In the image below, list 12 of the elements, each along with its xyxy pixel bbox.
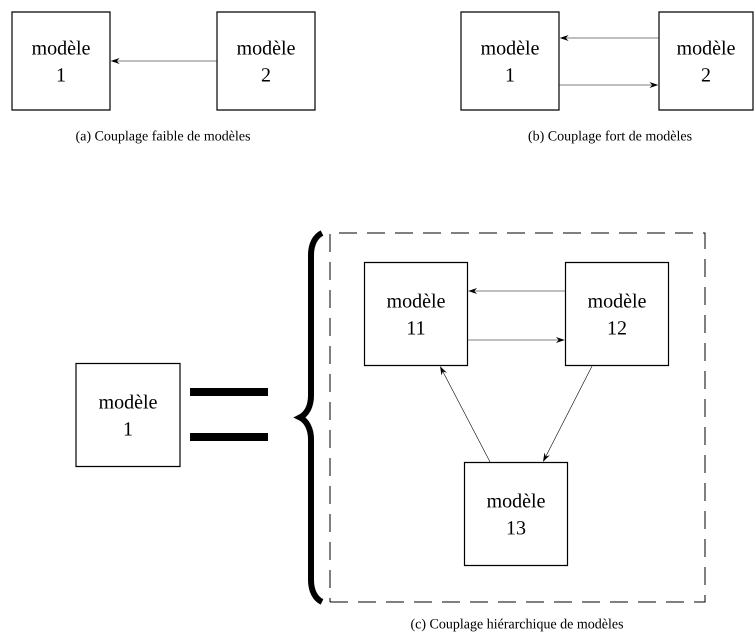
model-box: modèle 1 bbox=[460, 11, 560, 111]
caption: (a) Couplage faible de modèles bbox=[76, 130, 250, 144]
model-box: modèle 1 bbox=[11, 11, 111, 111]
model-box: modèle 2 bbox=[658, 11, 754, 111]
model-box: modèle 2 bbox=[216, 11, 316, 111]
dashed-frame bbox=[330, 232, 706, 602]
model-box: modèle 1 bbox=[75, 362, 181, 468]
model-box: modèle 11 bbox=[364, 262, 468, 366]
caption: (c) Couplage hiérarchique de modèles bbox=[411, 618, 624, 632]
model-box: modèle 13 bbox=[464, 462, 568, 566]
model-box: modèle 12 bbox=[564, 262, 670, 366]
caption: (b) Couplage fort de modèles bbox=[528, 130, 692, 144]
